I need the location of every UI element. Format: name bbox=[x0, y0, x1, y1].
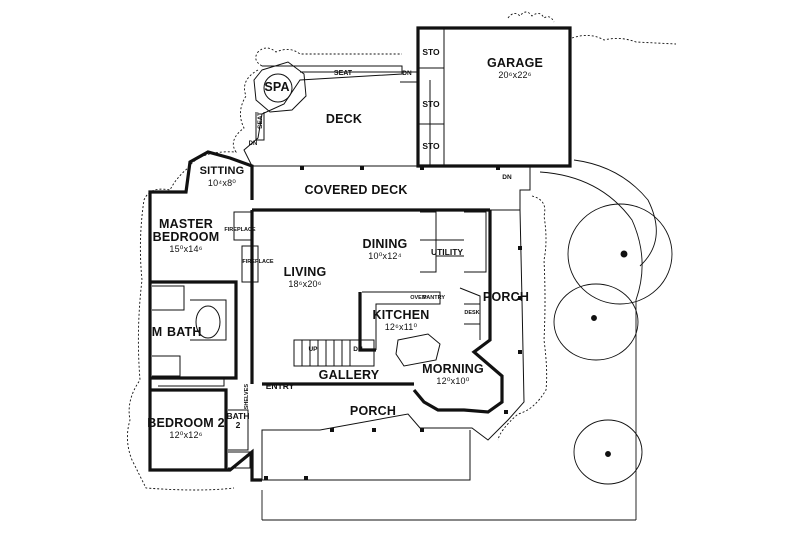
dn-stair-label: DN bbox=[353, 346, 363, 353]
shrub-border-garage bbox=[571, 35, 677, 45]
landscape bbox=[127, 11, 677, 521]
living-label: LIVING 18⁶x20⁶ bbox=[283, 265, 327, 290]
garage-step bbox=[400, 71, 419, 83]
shrub-cluster-ne bbox=[507, 11, 555, 23]
porch-front-edge bbox=[262, 430, 471, 481]
spa-tub bbox=[263, 73, 293, 103]
master-bedroom-label: MASTER BEDROOM 15⁰x14⁶ bbox=[152, 217, 220, 255]
dn-east-label: DN bbox=[502, 174, 512, 181]
shelves-label: SHELVES bbox=[244, 384, 250, 410]
closet-shelf bbox=[158, 377, 225, 387]
porch-south-label: PORCH bbox=[349, 404, 397, 418]
porch-east-label: PORCH bbox=[482, 290, 530, 304]
seat-top-label: SEAT bbox=[333, 70, 353, 77]
dn-spa-label: DN bbox=[248, 141, 258, 147]
dining-cabinets bbox=[420, 211, 487, 273]
entry-label: ENTRY bbox=[265, 381, 295, 391]
shrub-border-north bbox=[255, 47, 402, 67]
pantry-label: PANTRY bbox=[423, 295, 445, 301]
tree-canopy-3 bbox=[573, 419, 643, 485]
house-outer-east bbox=[412, 210, 504, 414]
fireplace-label-1: FIREPLACE bbox=[224, 227, 256, 233]
gallery-label: GALLERY bbox=[318, 368, 380, 382]
fireplace bbox=[233, 211, 259, 283]
spa-label: SPA bbox=[264, 80, 290, 94]
tree-trunk-2 bbox=[591, 315, 597, 321]
porch-east-outline bbox=[261, 209, 525, 480]
sto-label-2: STO bbox=[422, 99, 440, 109]
sto-label-1: STO bbox=[422, 47, 440, 57]
tree-canopy-1 bbox=[567, 203, 673, 305]
stair bbox=[293, 339, 375, 367]
bath2-label: BATH 2 bbox=[226, 411, 250, 430]
up-stair-label: UP bbox=[308, 346, 318, 353]
fireplace-label-2: FIREPLACE bbox=[242, 259, 274, 265]
desk bbox=[464, 303, 481, 325]
sitting-label: SITTING 10⁴x8⁰ bbox=[199, 165, 245, 188]
seat-side-label: SEAT bbox=[257, 112, 264, 129]
shrub-border-west bbox=[127, 69, 259, 491]
covered-deck-outline bbox=[252, 165, 531, 210]
deck-label: DECK bbox=[325, 112, 363, 126]
spa-octagon bbox=[253, 61, 307, 113]
seat-bench-side bbox=[255, 112, 265, 141]
bath-fixtures bbox=[152, 285, 227, 377]
tree-trunk-3 bbox=[605, 451, 611, 457]
bedroom2-label: BEDROOM 2 12⁰x12⁶ bbox=[147, 416, 225, 441]
tree-canopy-2 bbox=[553, 283, 639, 361]
bedroom2-wall bbox=[150, 388, 228, 470]
utility-label: UTILITY bbox=[430, 247, 464, 257]
kitchen-island bbox=[395, 333, 441, 367]
covered-deck-label: COVERED DECK bbox=[304, 183, 408, 197]
kitchen-label: KITCHEN 12⁶x11⁰ bbox=[372, 308, 430, 333]
house-outer-west bbox=[148, 150, 262, 482]
bath-label: BATH bbox=[167, 325, 202, 339]
garage-walls bbox=[416, 26, 572, 168]
thin-lines bbox=[152, 28, 531, 481]
kitchen-wall bbox=[358, 292, 376, 352]
m-label: M bbox=[151, 325, 163, 339]
driveway-curve-1 bbox=[573, 159, 657, 267]
morning-bay bbox=[459, 287, 481, 340]
bath2-fixtures bbox=[228, 409, 251, 469]
garage-label: GARAGE 20⁶x22⁶ bbox=[486, 56, 544, 81]
bath-tub bbox=[195, 305, 221, 339]
dn-deck-label: DN bbox=[402, 70, 412, 77]
utility-room bbox=[420, 239, 464, 257]
desk-label: DESK bbox=[464, 310, 480, 316]
tree-trunk-1 bbox=[620, 250, 628, 258]
kitchen-counter bbox=[362, 291, 441, 350]
dining-label: DINING 10⁰x12⁴ bbox=[362, 237, 408, 262]
sto-label-3: STO bbox=[422, 141, 440, 151]
morning-label: MORNING 12⁰x10⁰ bbox=[422, 362, 484, 387]
columns bbox=[264, 166, 522, 480]
driveway-curve-2 bbox=[539, 171, 643, 520]
oven-label: OVEN bbox=[410, 295, 426, 301]
